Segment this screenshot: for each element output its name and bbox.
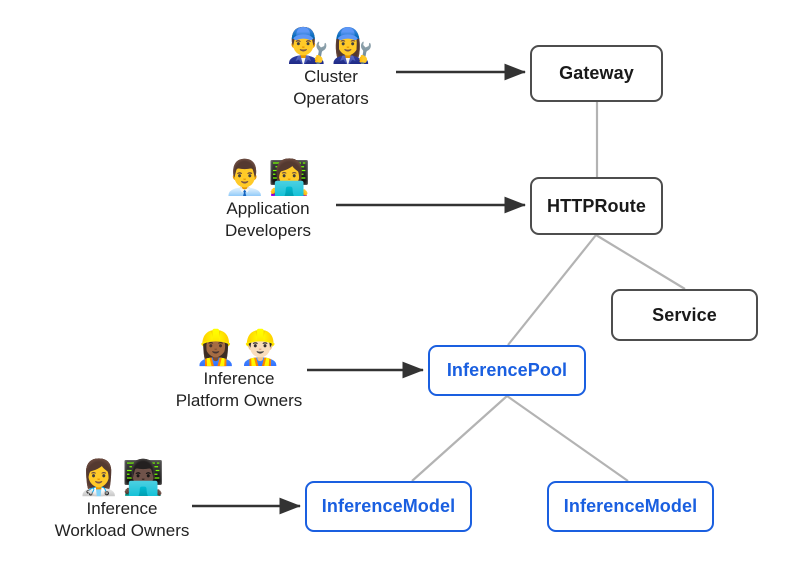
edge-inferencepool-model-right (506, 395, 629, 482)
persona-inference-platform-owners-line2: Platform Owners (175, 390, 303, 410)
node-inferencepool[interactable]: InferencePool (428, 345, 586, 396)
node-gateway[interactable]: Gateway (530, 45, 663, 102)
persona-application-developers-label: Application Developers (225, 198, 311, 242)
node-service[interactable]: Service (611, 289, 758, 341)
node-inferencemodel-left[interactable]: InferenceModel (305, 481, 472, 532)
edge-httproute-service (595, 234, 686, 290)
persona-inference-platform-owners: 👷🏾‍♀️👷🏻‍♂️ Inference Platform Owners (124, 330, 354, 412)
persona-inference-workload-owners: 👩‍⚕️👨🏿‍💻 Inference Workload Owners (7, 460, 237, 542)
node-inferencemodel-right[interactable]: InferenceModel (547, 481, 714, 532)
office-worker-technologist-pair-icon: 👨‍💼👩‍💻 (223, 158, 313, 198)
persona-cluster-operators-line1: Cluster (304, 67, 358, 87)
persona-inference-platform-owners-label: Inference Platform Owners (176, 368, 303, 412)
persona-inference-workload-owners-line2: Workload Owners (54, 520, 190, 540)
persona-application-developers-line2: Developers (225, 220, 311, 240)
persona-cluster-operators-line2: Operators (293, 88, 369, 108)
mechanic-pair-icon: 👨‍🔧👩‍🔧 (286, 26, 376, 66)
node-inferencemodel-left-label: InferenceModel (321, 496, 456, 516)
node-httproute[interactable]: HTTPRoute (530, 177, 663, 235)
persona-application-developers-line1: Application (226, 199, 310, 219)
edge-httproute-inferencepool (507, 234, 597, 346)
persona-inference-platform-owners-line1: Inference (203, 369, 275, 389)
node-gateway-label: Gateway (559, 63, 634, 83)
persona-inference-workload-owners-line1: Inference (86, 499, 158, 519)
persona-cluster-operators: 👨‍🔧👩‍🔧 Cluster Operators (216, 28, 446, 110)
node-inferencepool-label: InferencePool (446, 360, 568, 380)
persona-inference-workload-owners-label: Inference Workload Owners (55, 498, 190, 542)
persona-application-developers: 👨‍💼👩‍💻 Application Developers (153, 160, 383, 242)
health-worker-technologist-pair-icon: 👩‍⚕️👨🏿‍💻 (77, 458, 167, 498)
construction-worker-pair-icon: 👷🏾‍♀️👷🏻‍♂️ (194, 328, 284, 368)
edge-inferencepool-model-left (411, 395, 508, 482)
node-httproute-label: HTTPRoute (547, 195, 646, 216)
persona-cluster-operators-label: Cluster Operators (293, 66, 369, 110)
node-inferencemodel-right-label: InferenceModel (563, 496, 698, 516)
node-service-label: Service (652, 304, 717, 325)
